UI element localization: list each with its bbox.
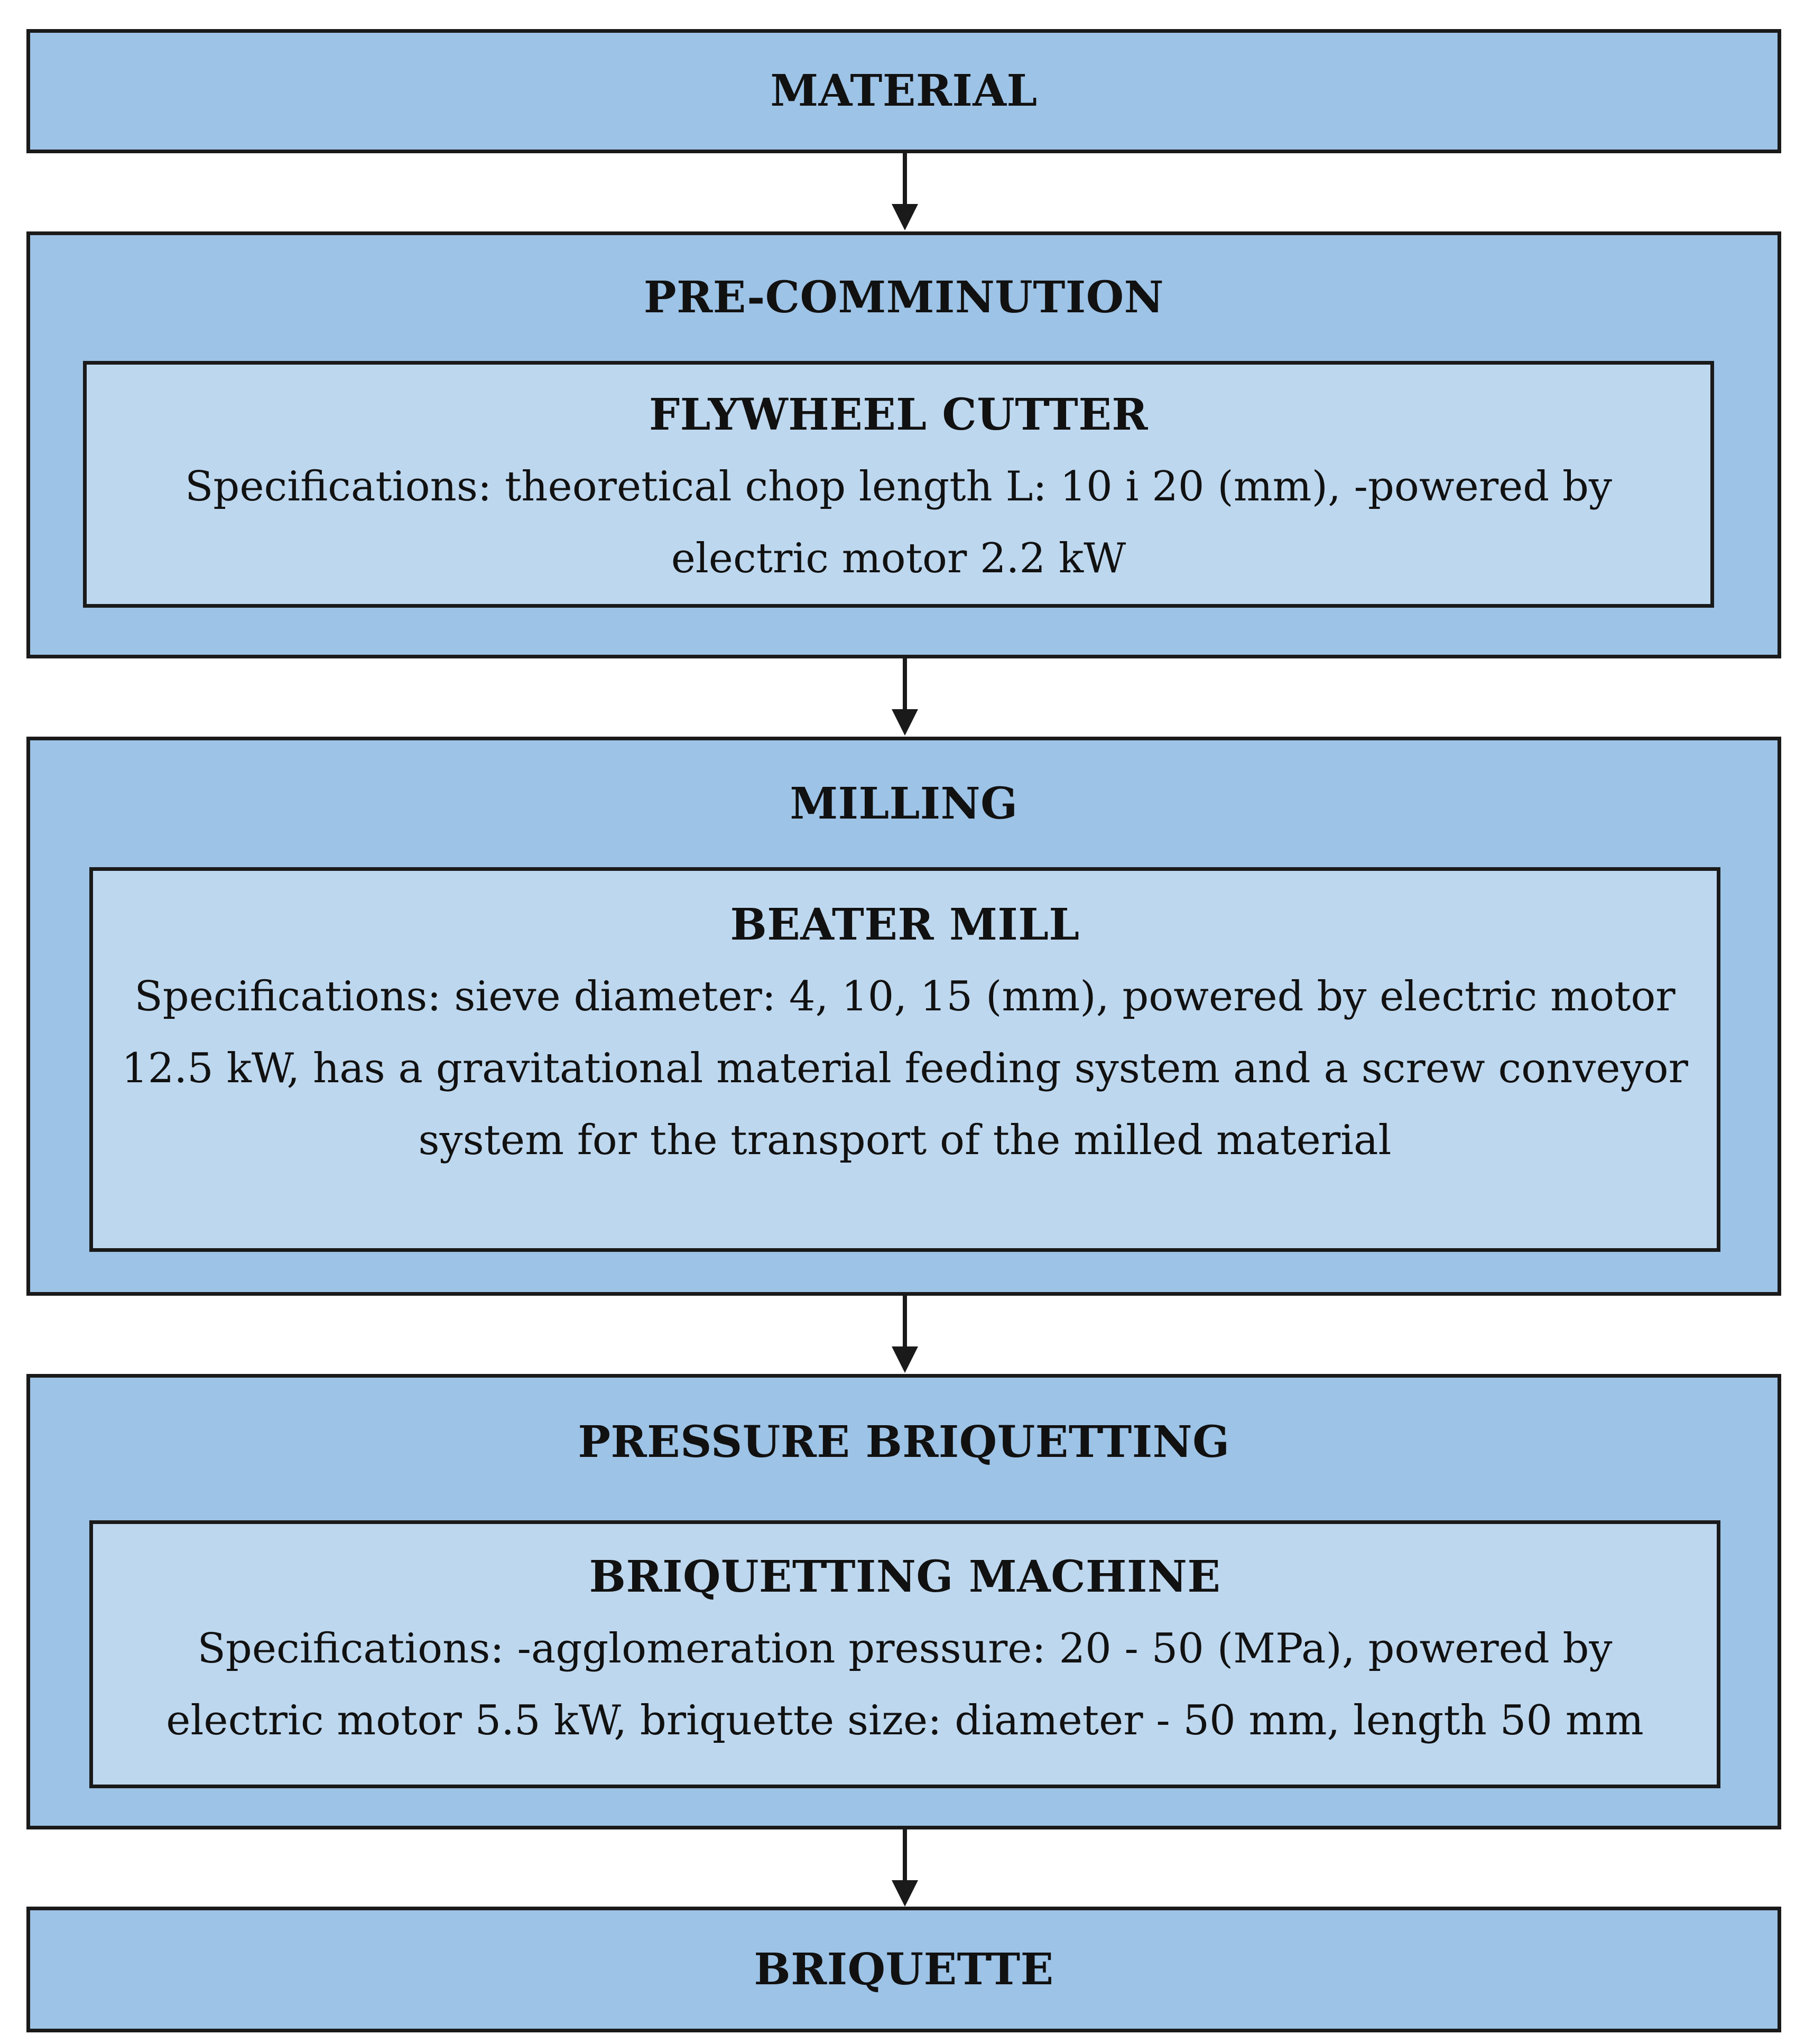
arrow-briquetting-to-briquette <box>892 1829 918 1907</box>
arrow-material-to-precomminution <box>892 153 918 230</box>
beater-mill-specs: Specifications: sieve diameter: 4, 10, 1… <box>122 973 1688 1164</box>
material-label: MATERIAL <box>770 66 1038 116</box>
pressure-briquetting-box: PRESSURE BRIQUETTING BRIQUETTING MACHINE… <box>26 1374 1781 1829</box>
pre-comminution-box: PRE-COMMINUTION FLYWHEEL CUTTER Specific… <box>26 231 1781 658</box>
arrow-precomminution-to-milling <box>892 658 918 736</box>
beater-mill-title: BEATER MILL <box>730 899 1080 950</box>
milling-title: MILLING <box>790 778 1018 829</box>
briquetting-machine-specs: Specifications: -agglomeration pressure:… <box>166 1625 1644 1744</box>
briquetting-machine-box: BRIQUETTING MACHINE Specifications: -agg… <box>89 1520 1720 1788</box>
briquette-box: BRIQUETTE <box>26 1907 1781 2032</box>
flywheel-cutter-box: FLYWHEEL CUTTER Specifications: theoreti… <box>83 361 1714 608</box>
briquetting-machine-title: BRIQUETTING MACHINE <box>589 1551 1221 1602</box>
beater-mill-box: BEATER MILL Specifications: sieve diamet… <box>89 867 1720 1252</box>
milling-box: MILLING BEATER MILL Specifications: siev… <box>26 737 1781 1296</box>
flywheel-cutter-title: FLYWHEEL CUTTER <box>649 389 1148 440</box>
flywheel-cutter-specs: Specifications: theoretical chop length … <box>185 463 1612 582</box>
pressure-briquetting-title: PRESSURE BRIQUETTING <box>578 1417 1230 1467</box>
arrow-milling-to-briquetting <box>892 1296 918 1373</box>
pre-comminution-title: PRE-COMMINUTION <box>643 272 1164 323</box>
briquette-label: BRIQUETTE <box>754 1944 1054 1995</box>
material-box: MATERIAL <box>26 29 1781 153</box>
